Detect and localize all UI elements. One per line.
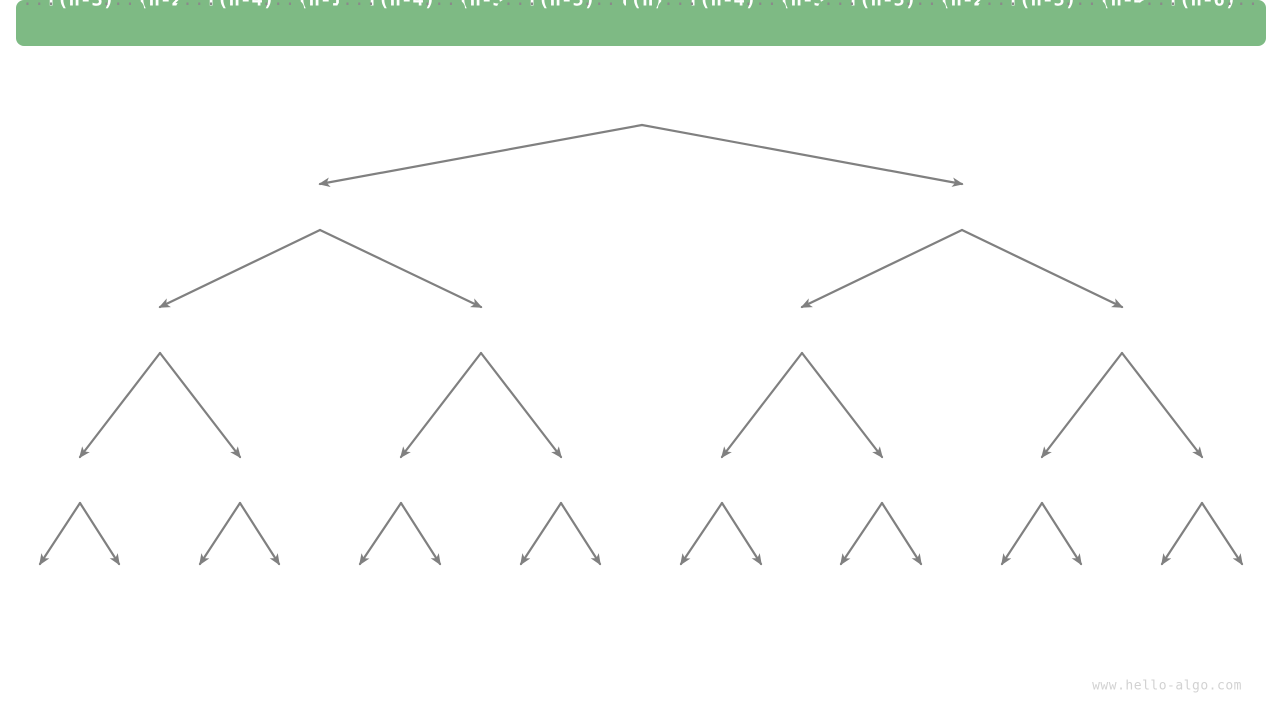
watermark-label: www.hello-algo.com xyxy=(1092,679,1242,694)
tree-node-box xyxy=(978,0,1106,46)
tree-edge xyxy=(358,501,403,566)
ellipsis-label: ... xyxy=(1063,0,1098,10)
tree-node[interactable]: f(n-4) xyxy=(337,0,465,46)
ellipsis-label: ... xyxy=(182,0,217,10)
tree-node[interactable]: f(n-3) xyxy=(16,0,144,46)
ellipsis-label: ... xyxy=(984,0,1019,10)
tree-node-label: f(n-2) xyxy=(126,0,195,11)
tree-edge xyxy=(198,501,242,566)
ellipsis-label: ... xyxy=(503,0,538,10)
ellipsis-label: ... xyxy=(1224,0,1259,10)
tree-node-label: f(n-2) xyxy=(928,0,997,11)
tree-node-box xyxy=(16,0,144,46)
ellipsis-label: ... xyxy=(903,0,938,10)
tree-edge xyxy=(839,501,884,566)
tree-edge xyxy=(1040,351,1124,459)
ellipsis-label: ... xyxy=(342,0,377,10)
tree-edge xyxy=(479,351,563,459)
tree-node-label: f(n-3) xyxy=(447,0,516,11)
tree-edge xyxy=(1000,501,1044,566)
tree-node[interactable]: f(n-4) xyxy=(176,0,304,46)
tree-edge xyxy=(1040,501,1083,566)
ellipsis-label: ... xyxy=(101,0,136,10)
ellipsis-label: ... xyxy=(261,0,296,10)
tree-edge xyxy=(1200,501,1244,566)
tree-node-label: f(n-4) xyxy=(688,0,757,11)
nodes-layer: f(n) f(n-1) f(n-2) f(n-2) f(n-3) f(n-3) f(n-4)… xyxy=(16,0,1266,46)
tree-edge xyxy=(559,501,602,566)
edges-layer xyxy=(38,123,1244,566)
tree-node-label: f(n-5) xyxy=(1008,0,1077,11)
ellipsis-label: ... xyxy=(823,0,858,10)
tree-node-label: f(n-4) xyxy=(206,0,275,11)
tree-node-label: f(n-1) xyxy=(286,0,355,11)
ellipsis-label: ... xyxy=(743,0,778,10)
tree-node-label: f(n) xyxy=(619,0,665,11)
tree-node-box xyxy=(818,0,946,46)
tree-edge xyxy=(800,228,964,309)
tree-edge xyxy=(960,228,1124,309)
tree-node[interactable]: f(n-5) xyxy=(497,0,625,46)
tree-node-label: f(n-5) xyxy=(848,0,917,11)
tree-edge xyxy=(1160,501,1204,566)
ellipsis-label: ... xyxy=(22,0,57,10)
tree-edge xyxy=(679,501,724,566)
ellipsis-layer: ........................................… xyxy=(22,0,1259,10)
tree-node-label: f(n-4) xyxy=(367,0,436,11)
tree-node-label: f(n-3) xyxy=(768,0,837,11)
tree-node-box xyxy=(337,0,465,46)
tree-node[interactable]: f(n-5) xyxy=(978,0,1106,46)
tree-edge xyxy=(318,123,644,187)
ellipsis-label: ... xyxy=(663,0,698,10)
tree-edge xyxy=(399,351,483,459)
tree-node-box xyxy=(658,0,786,46)
ellipsis-label: ... xyxy=(422,0,457,10)
tree-edge xyxy=(158,228,322,309)
tree-node-label: f(n-4) xyxy=(1088,0,1157,11)
tree-edge xyxy=(519,501,563,566)
tree-node[interactable]: f(n-4) xyxy=(658,0,786,46)
ellipsis-label: ... xyxy=(1144,0,1179,10)
tree-edge xyxy=(399,501,442,566)
tree-edge xyxy=(318,228,483,309)
tree-edge xyxy=(640,123,964,187)
tree-node-label: f(n-6) xyxy=(1168,0,1237,11)
tree-node-box xyxy=(1138,0,1266,46)
tree-edge xyxy=(880,501,923,566)
tree-node[interactable]: f(n-6) xyxy=(1138,0,1266,46)
tree-edge xyxy=(78,501,121,566)
tree-node-label: f(n-3) xyxy=(46,0,115,11)
tree-node-box xyxy=(497,0,625,46)
tree-edge xyxy=(238,501,281,566)
tree-edge xyxy=(38,501,82,566)
tree-node[interactable]: f(n-5) xyxy=(818,0,946,46)
ellipsis-label: ... xyxy=(582,0,617,10)
tree-edge xyxy=(78,351,162,459)
tree-node-box xyxy=(176,0,304,46)
tree-edge xyxy=(720,351,804,459)
tree-edge xyxy=(720,501,763,566)
tree-edge xyxy=(1120,351,1204,459)
tree-node-label: f(n-5) xyxy=(527,0,596,11)
tree-edge xyxy=(800,351,884,459)
tree-edge xyxy=(158,351,242,459)
